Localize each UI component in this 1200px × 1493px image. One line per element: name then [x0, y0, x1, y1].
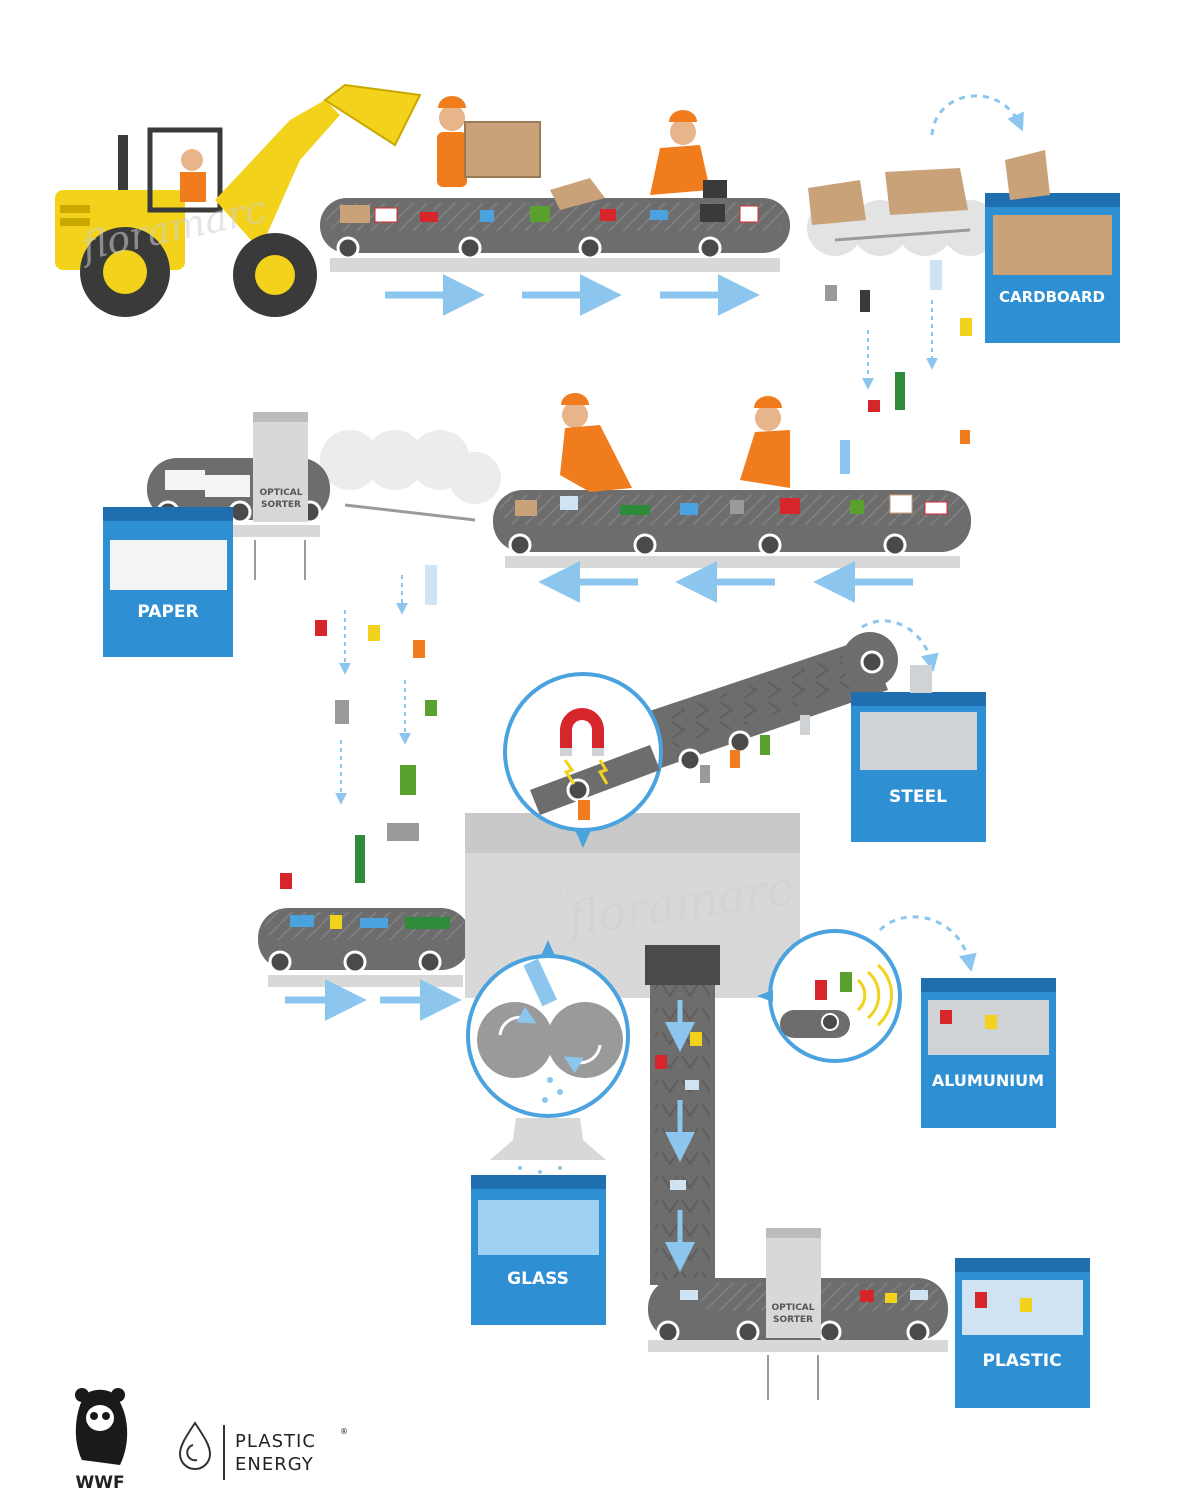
droplet-icon — [178, 1421, 212, 1470]
conveyor-middle-waste — [515, 494, 948, 516]
plastic-energy-text-1: PLASTIC — [235, 1431, 316, 1452]
magnet-icon — [560, 708, 604, 752]
glass-crusher-callout — [466, 940, 630, 1118]
crusher-gear-left-icon — [477, 1002, 553, 1078]
magnetic-spark-icon — [563, 759, 576, 785]
crusher-gear-right-icon — [547, 1002, 623, 1078]
paper-disc-screen — [320, 430, 501, 522]
bin-paper-label: PAPER — [137, 602, 198, 622]
bin-steel: STEEL — [851, 665, 986, 842]
optical-sorter-bottom-line1: OPTICAL — [771, 1303, 814, 1313]
bin-glass-label: GLASS — [507, 1269, 569, 1289]
optical-sorter-top-line1: OPTICAL — [259, 488, 302, 498]
cardboard-disc-screen — [807, 168, 998, 256]
eddy-current-callout — [757, 929, 902, 1063]
magnet-zoom-callout — [503, 672, 663, 848]
conveyor-top — [320, 198, 790, 272]
falling-waste-right — [825, 260, 972, 474]
eddy-wave-icon — [856, 978, 867, 1012]
arrow-to-alumunium — [878, 915, 977, 973]
arrow-to-cardboard — [930, 94, 1024, 136]
bin-steel-label: STEEL — [889, 787, 947, 807]
optical-sorter-bottom-line2: SORTER — [773, 1315, 813, 1325]
plastic-energy-logo: PLASTIC ® ENERGY — [178, 1421, 348, 1480]
plastic-energy-reg: ® — [340, 1427, 348, 1436]
wwf-logo-text: WWF — [75, 1473, 124, 1493]
workers-top — [437, 96, 727, 198]
falling-waste-left — [280, 565, 437, 889]
conveyor-top-waste — [340, 178, 759, 223]
conveyor-feed — [258, 908, 471, 987]
plastic-energy-text-2: ENERGY — [235, 1454, 314, 1475]
workers-middle — [560, 393, 790, 492]
optical-sorter-bottom: OPTICAL SORTER — [766, 1228, 821, 1400]
bin-plastic-label: PLASTIC — [982, 1351, 1061, 1371]
bin-cardboard-label: CARDBOARD — [999, 288, 1105, 306]
bin-cardboard: CARDBOARD — [985, 150, 1120, 343]
watermark-2-by: by — [555, 883, 573, 899]
bin-alumunium-label: ALUMUNIUM — [932, 1071, 1044, 1090]
bin-plastic: PLASTIC — [955, 1258, 1090, 1408]
bin-alumunium: ALUMUNIUM — [921, 978, 1056, 1128]
plastic-conveyor-vertical — [645, 945, 720, 1285]
optical-sorter-top: OPTICAL SORTER — [253, 412, 308, 580]
optical-sorter-top-line2: SORTER — [261, 500, 301, 510]
front-loader — [55, 83, 422, 317]
bin-glass: GLASS — [471, 1175, 606, 1325]
wwf-logo: WWF — [75, 1388, 128, 1493]
bin-paper: PAPER — [103, 507, 233, 657]
